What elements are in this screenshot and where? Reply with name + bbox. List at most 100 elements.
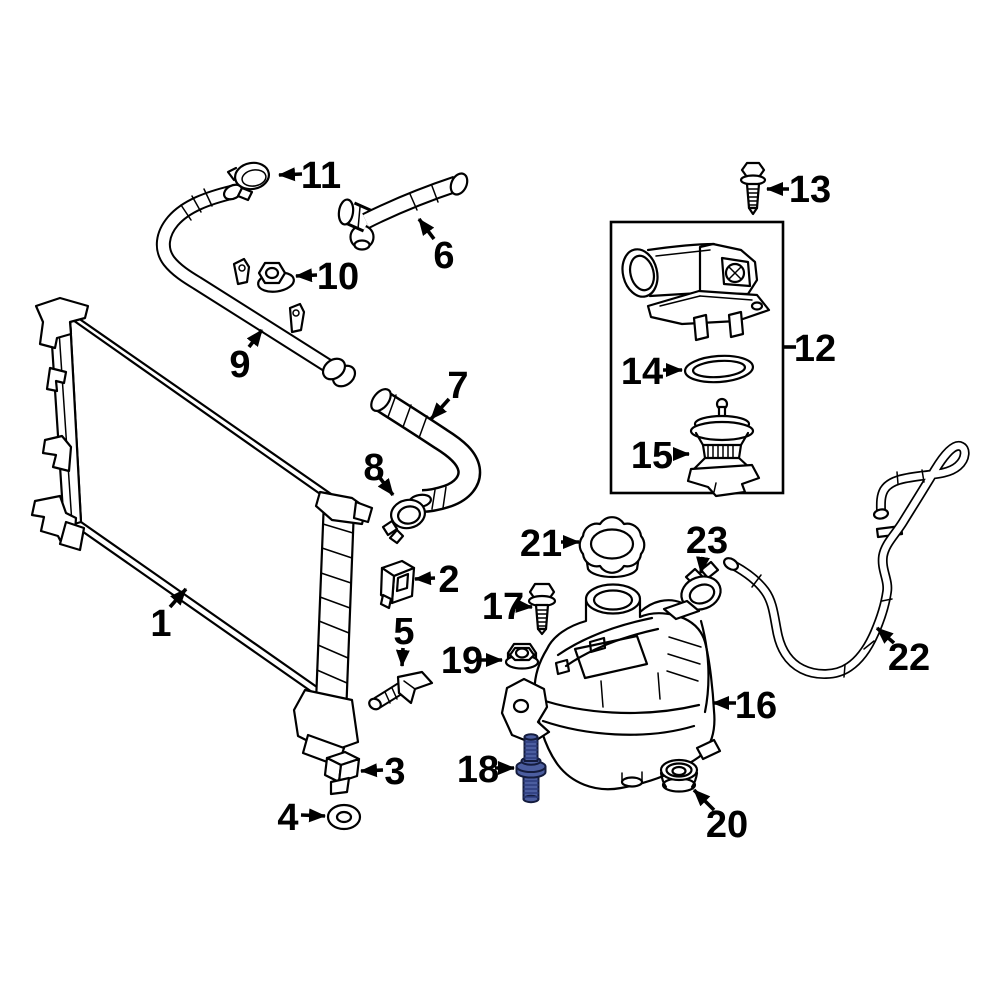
- part-7-radiator-hose-shape: [442, 486, 447, 509]
- part-5-support-bracket-shape: [396, 670, 434, 705]
- callout-9-leader: [246, 328, 264, 349]
- callout-3-leader: [360, 763, 384, 778]
- callout-2: 2: [414, 559, 460, 601]
- callout-22-number: 22: [888, 637, 930, 679]
- tube-mount-tab: [288, 302, 306, 334]
- callout-5-leader: [395, 647, 410, 667]
- callout-2-leader: [414, 571, 436, 586]
- callout-9: 9: [229, 328, 264, 386]
- callout-1-leader: [168, 587, 188, 609]
- part-18-reservoir-stud: [515, 733, 547, 804]
- part-16-coolant-reservoir-shape: [638, 599, 684, 614]
- callout-7: 7: [429, 365, 469, 421]
- callout-11-number: 11: [301, 155, 341, 197]
- part-22-overflow-hose-shape: [896, 471, 899, 485]
- part-22-overflow-hose-shape: [751, 574, 762, 588]
- callout-4-leader: [300, 808, 326, 823]
- part-10-mounting-nut: [257, 261, 295, 293]
- part-9-coolant-tube-shape: [321, 357, 347, 381]
- callout-19-number: 19: [441, 640, 483, 682]
- tank-ear-hole: [512, 698, 530, 714]
- part-9-coolant-tube-shape: [292, 309, 300, 317]
- part-8-hose-clamp-shape: [381, 519, 399, 537]
- callout-14-number: 14: [621, 351, 663, 393]
- radiator-bottom-edge: [77, 527, 324, 701]
- callout-6: 6: [417, 217, 455, 277]
- part-16-coolant-reservoir-shape: [537, 697, 701, 715]
- part-5-support-bracket-shape: [403, 680, 416, 690]
- radiator-core-face: [68, 316, 335, 694]
- part-1-radiator-shape: [320, 572, 352, 584]
- callout-18: 18: [457, 749, 515, 791]
- hose-end-cap: [723, 557, 739, 571]
- callout-11-leader: [278, 167, 303, 182]
- part-15-thermostat: [686, 397, 761, 498]
- hose-open-end: [370, 388, 392, 412]
- part-2-upper-mount-bracket-shape: [395, 572, 410, 593]
- cap-skirt: [584, 554, 641, 579]
- tank-port: [662, 599, 701, 621]
- part-6-inlet-hose-shape: [409, 193, 418, 211]
- part-16-coolant-reservoir-shape: [592, 589, 634, 611]
- thermostat-housing-shape: [699, 295, 753, 301]
- part-20-reservoir-grommet: [659, 758, 699, 793]
- callout-20-leader: [692, 788, 716, 812]
- radiator-bracket-left-mid: [41, 434, 73, 473]
- callout-10: 10: [295, 256, 359, 298]
- part-1-radiator-shape: [322, 523, 354, 534]
- callout-9-number: 9: [229, 344, 250, 386]
- part-22-overflow-hose-shape: [863, 640, 875, 650]
- part-11-retaining-clip-shape: [226, 166, 238, 182]
- part-18-reservoir-stud-shape: [524, 741, 538, 759]
- callout-1-number: 1: [150, 603, 171, 645]
- part-5-support-bracket-shape: [368, 697, 382, 711]
- part-22-overflow-hose-shape: [731, 442, 968, 678]
- thermostat-housing: [621, 242, 771, 342]
- callout-2-number: 2: [438, 559, 459, 601]
- part-5-support-bracket-shape: [374, 684, 404, 707]
- callout-4-number: 4: [277, 797, 298, 839]
- part-6-inlet-hose-shape: [431, 185, 439, 203]
- callout-1: 1: [150, 587, 188, 645]
- callout-6-number: 6: [433, 235, 454, 277]
- part-1-radiator-shape: [321, 547, 353, 559]
- part-9-coolant-tube-shape: [203, 188, 213, 207]
- callout-11: 11: [278, 155, 341, 197]
- callout-7-leader: [429, 397, 451, 421]
- callout-13-number: 13: [789, 169, 831, 211]
- callout-18-number: 18: [457, 749, 499, 791]
- part-5-support-bracket-shape: [384, 691, 391, 704]
- part-15-thermostat-shape: [694, 431, 705, 447]
- part-16-coolant-reservoir-shape: [667, 653, 701, 665]
- part-7-radiator-hose-shape: [418, 415, 428, 439]
- part-18-reservoir-stud-shape: [523, 733, 539, 741]
- part-20-reservoir-grommet-shape: [671, 765, 687, 777]
- part-1-radiator-shape: [319, 596, 351, 609]
- part-5-support-bracket: [368, 670, 434, 711]
- part-5-support-bracket-shape: [391, 687, 398, 700]
- thermostat-housing-shape: [655, 249, 711, 257]
- callout-16: 16: [712, 685, 777, 727]
- callout-17-number: 17: [482, 586, 524, 628]
- part-3-lower-mount-bracket-shape: [337, 757, 361, 784]
- callout-3-number: 3: [384, 751, 405, 793]
- tank-bottom-step: [695, 738, 722, 761]
- part-2-upper-mount-bracket-shape: [379, 566, 396, 605]
- callout-16-number: 16: [735, 685, 777, 727]
- part-1-radiator: [30, 296, 374, 768]
- thermostat-housing-shape: [728, 266, 742, 280]
- thermostat-housing-shape: [646, 242, 716, 252]
- callout-14: 14: [621, 351, 683, 393]
- callout-21-number: 21: [520, 523, 562, 565]
- part-8-hose-clamp: [381, 498, 426, 545]
- thermostat-base: [686, 463, 761, 498]
- hose-end-cap: [872, 508, 890, 520]
- callout-7-number: 7: [447, 365, 468, 407]
- part-16-coolant-reservoir-shape: [541, 719, 696, 736]
- part-2-upper-mount-bracket-shape: [379, 593, 393, 610]
- callout-10-number: 10: [317, 256, 359, 298]
- part-13-housing-bolt-shape: [747, 206, 759, 216]
